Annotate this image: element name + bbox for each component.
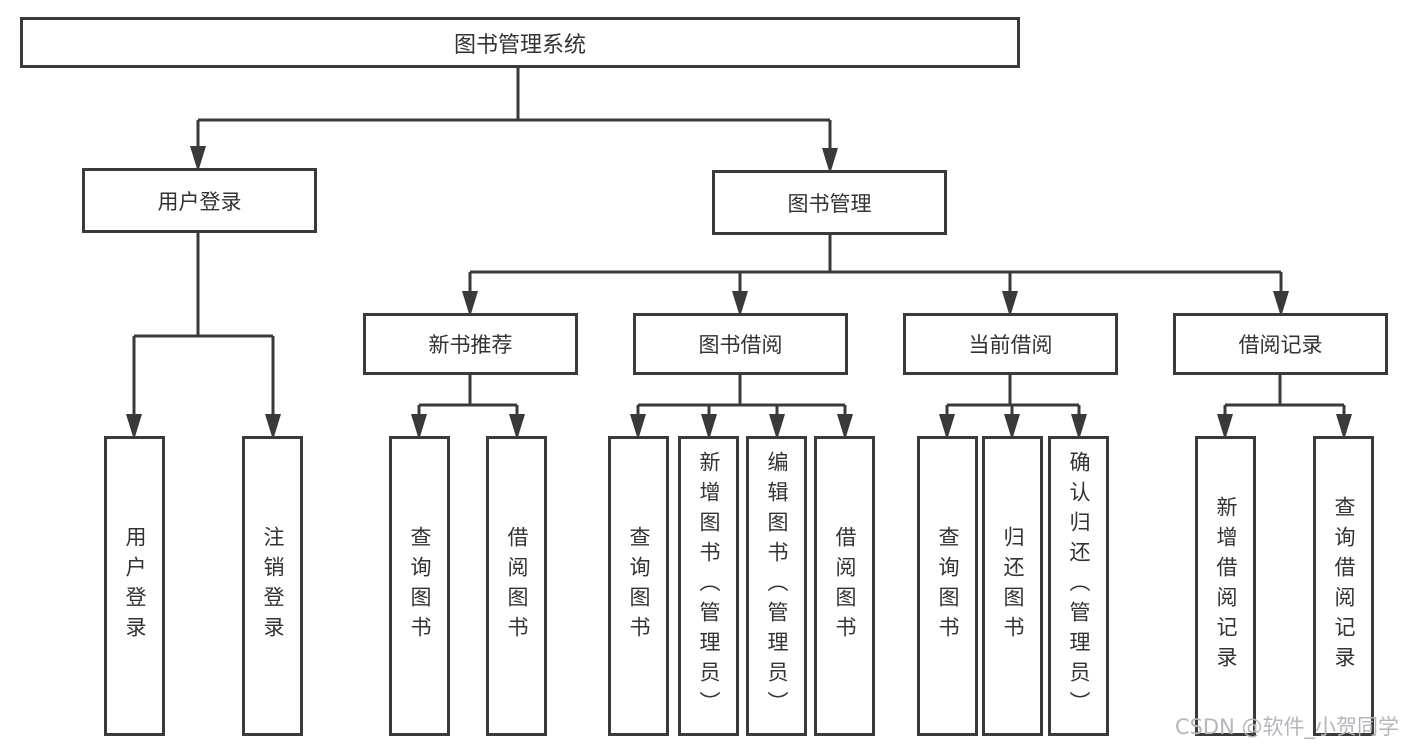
leaf-borrow-books-recommend: 借阅图书 xyxy=(486,436,547,736)
arrowhead xyxy=(265,414,281,440)
leaf-label: 确认归还（管理员） xyxy=(1067,451,1091,721)
leaf-confirm-return-admin: 确认归还（管理员） xyxy=(1048,436,1109,736)
leaf-label: 查询借阅记录 xyxy=(1332,496,1356,676)
arrowhead xyxy=(1004,414,1020,440)
watermark: CSDN @软件_小贺同学 xyxy=(1174,715,1399,739)
connector-root-to-level2 xyxy=(196,68,832,168)
leaf-label: 查询图书 xyxy=(627,526,651,646)
connector-bookmgmt-to-level3 xyxy=(468,235,1283,309)
leaf-borrow-books-borrowing: 借阅图书 xyxy=(814,436,875,736)
leaf-label: 用户登录 xyxy=(123,526,147,646)
leaf-label: 新增图书（管理员） xyxy=(697,451,721,721)
node-new-book-recommend: 新书推荐 xyxy=(363,313,578,375)
arrowhead xyxy=(1071,414,1087,440)
arrowhead xyxy=(769,414,785,440)
node-label: 当前借阅 xyxy=(968,333,1053,357)
arrowhead xyxy=(126,414,142,440)
connector-records-to-leaves xyxy=(1223,375,1346,432)
arrowhead xyxy=(732,291,748,317)
leaf-edit-books-admin: 编辑图书（管理员） xyxy=(746,436,807,736)
node-label: 新书推荐 xyxy=(428,333,513,357)
connector-paths xyxy=(132,68,1346,432)
leaf-return-books: 归还图书 xyxy=(982,436,1043,736)
connector-userlogin-to-leaves xyxy=(132,233,275,432)
arrowhead xyxy=(190,146,206,172)
node-borrow-records: 借阅记录 xyxy=(1173,313,1388,375)
leaf-label: 查询图书 xyxy=(408,526,432,646)
node-label: 图书管理 xyxy=(787,191,872,216)
connector-newbook-to-leaves xyxy=(417,375,519,432)
leaf-add-borrow-record: 新增借阅记录 xyxy=(1195,436,1256,736)
arrowhead xyxy=(1217,414,1233,440)
arrowhead xyxy=(509,414,525,440)
arrowhead xyxy=(837,414,853,440)
leaf-query-books-recommend: 查询图书 xyxy=(389,436,450,736)
arrowhead xyxy=(939,414,955,440)
node-label: 用户登录 xyxy=(157,189,242,214)
arrowhead xyxy=(701,414,717,440)
node-current-borrowing: 当前借阅 xyxy=(903,313,1118,375)
node-label: 图书管理系统 xyxy=(453,32,586,58)
arrowhead xyxy=(462,291,478,317)
leaf-query-books-borrowing: 查询图书 xyxy=(608,436,669,736)
leaf-label: 查询图书 xyxy=(936,526,960,646)
leaf-label: 新增借阅记录 xyxy=(1214,496,1238,676)
node-library-management-system: 图书管理系统 xyxy=(20,17,1020,68)
arrowhead xyxy=(630,414,646,440)
leaf-query-books-current: 查询图书 xyxy=(917,436,978,736)
node-book-borrowing: 图书借阅 xyxy=(633,313,848,375)
arrowhead xyxy=(411,414,427,440)
node-label: 图书借阅 xyxy=(698,333,783,357)
leaf-add-books-admin: 新增图书（管理员） xyxy=(678,436,739,736)
leaf-logout: 注销登录 xyxy=(242,436,303,736)
leaf-user-login: 用户登录 xyxy=(104,436,165,736)
leaf-label: 归还图书 xyxy=(1001,526,1025,646)
node-label: 借阅记录 xyxy=(1238,333,1323,357)
arrowhead xyxy=(1336,414,1352,440)
leaf-label: 注销登录 xyxy=(261,526,285,646)
connector-borrowing-to-leaves xyxy=(636,375,847,432)
leaf-query-borrow-record: 查询借阅记录 xyxy=(1313,436,1374,736)
arrowhead xyxy=(1273,291,1289,317)
arrowheads xyxy=(126,146,1352,440)
node-book-management: 图书管理 xyxy=(712,170,947,235)
leaf-label: 编辑图书（管理员） xyxy=(765,451,789,721)
leaf-label: 借阅图书 xyxy=(833,526,857,646)
leaf-label: 借阅图书 xyxy=(505,526,529,646)
arrowhead xyxy=(822,148,838,174)
arrowhead xyxy=(1002,291,1018,317)
node-user-login: 用户登录 xyxy=(82,168,317,233)
